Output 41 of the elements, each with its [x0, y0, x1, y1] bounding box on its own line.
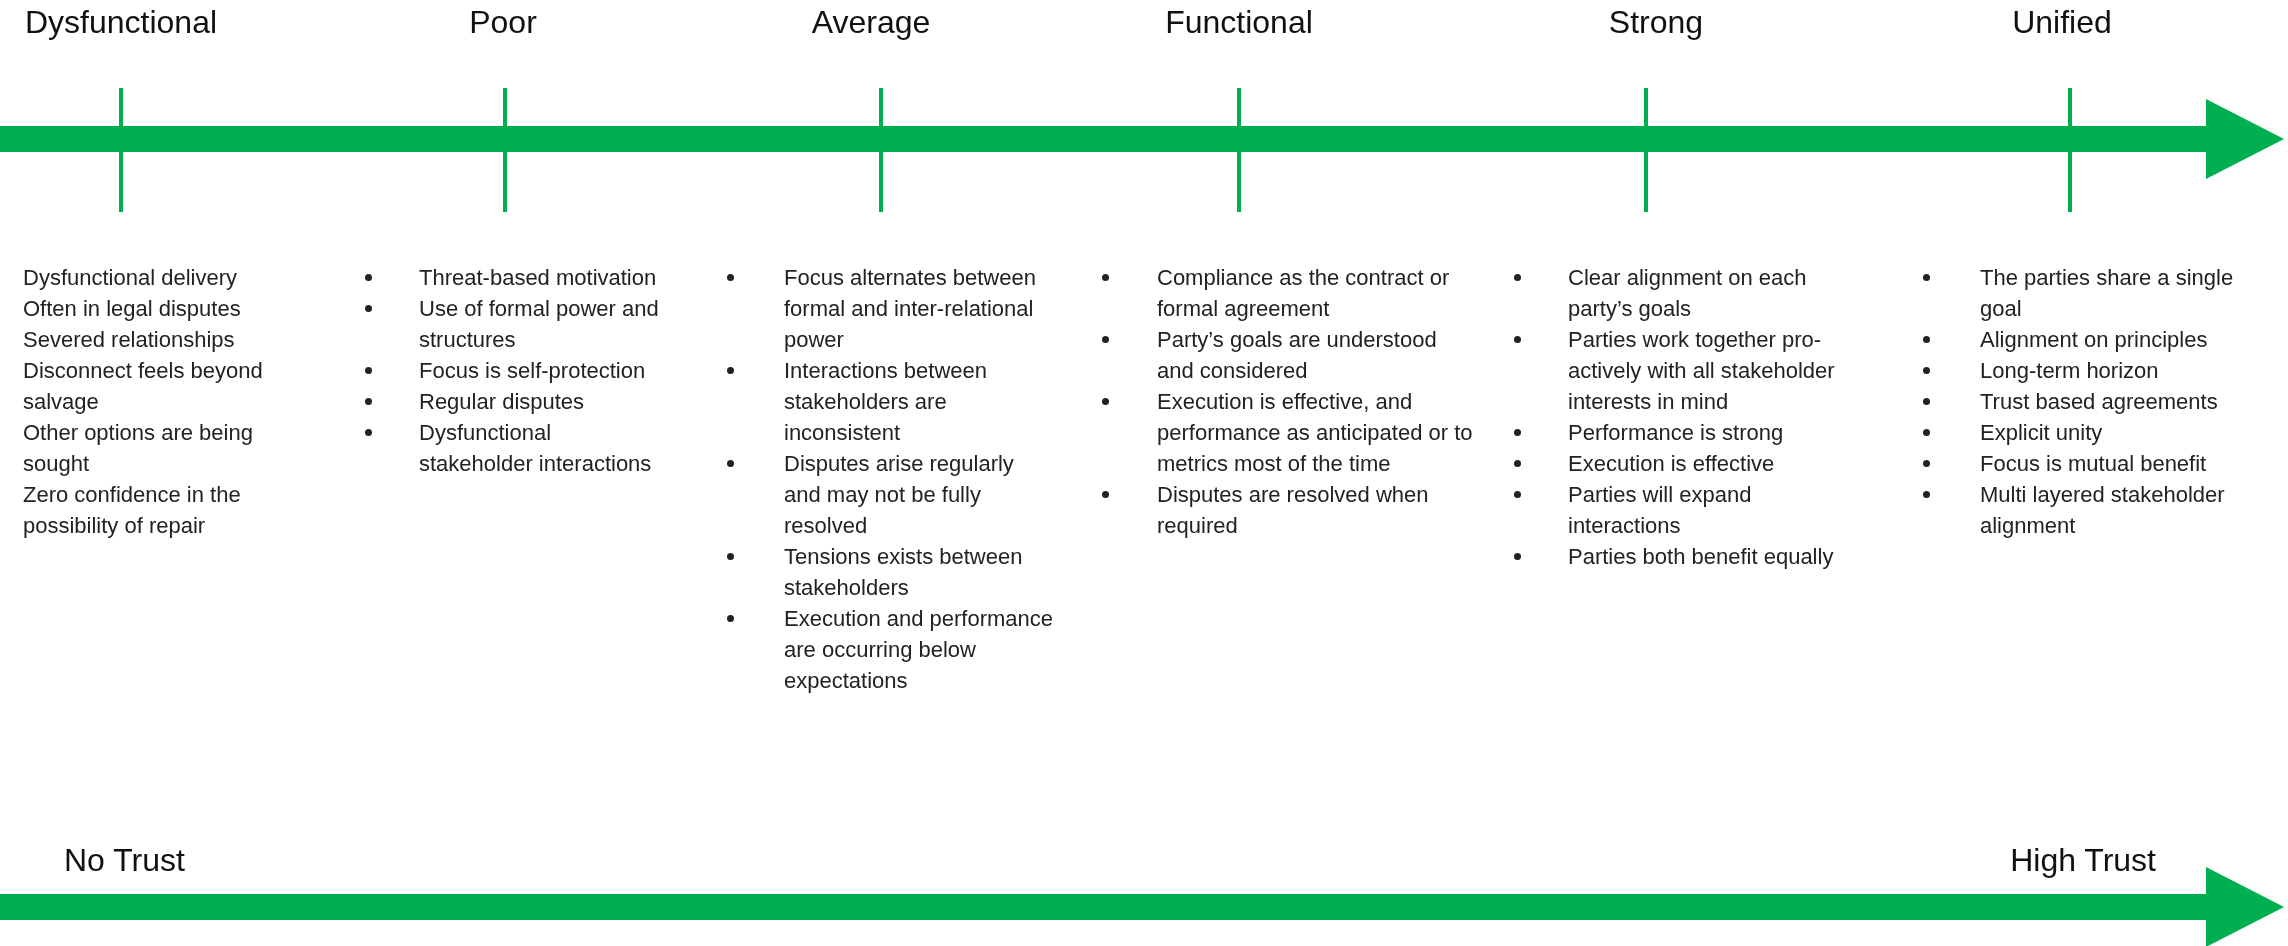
stage-heading: Average [811, 4, 931, 41]
stage-heading: Functional [1165, 4, 1313, 41]
trait-text: Use of formal power and structures [419, 295, 659, 354]
trait-text: Focus alternates between formal and inter-relational power [784, 264, 1037, 354]
trust-label: High Trust [2010, 842, 2156, 879]
trait-text: Parties both benefit equally [1568, 543, 1835, 571]
trait-text: Dysfunctional stakeholder interactions [419, 419, 653, 478]
stage-heading: Strong [1608, 4, 1704, 41]
trait-text: Often in legal disputes [23, 295, 242, 323]
trait-text: Performance is strong [1568, 419, 1785, 447]
trait-text: Severed relationships [23, 326, 236, 354]
trait-text: Disputes arise regularly and may not be fully resolved [784, 450, 1015, 540]
trait-text: Clear alignment on each party’s goals [1568, 264, 1808, 323]
trait-text: Disputes are resolved when required [1157, 481, 1430, 540]
trait-text: Compliance as the contract or formal agreement [1157, 264, 1451, 323]
trait-text: Dysfunctional delivery [23, 264, 238, 292]
trait-text: Execution is effective, and performance as anticipated or to metrics most of the time [1157, 388, 1474, 478]
trait-text: Execution and performance are occurring below expectations [784, 605, 1054, 695]
trait-text: Parties will expand interactions [1568, 481, 1753, 540]
trait-text: Parties work together pro-actively with all stakeholder interests in mind [1568, 326, 1836, 416]
trait-text: Other options are being sought [23, 419, 254, 478]
trait-text: Disconnect feels beyond salvage [23, 357, 264, 416]
trait-text: Party’s goals are understood and considered [1157, 326, 1438, 385]
trait-text: Tensions exists between stakeholders [784, 543, 1024, 602]
stage-heading: Poor [469, 4, 537, 41]
trait-text: Alignment on principles [1980, 326, 2209, 354]
trait-text: Trust based agreements [1980, 388, 2219, 416]
trait-text: Zero confidence in the possibility of repair [23, 481, 242, 540]
stage-heading: Unified [2012, 4, 2112, 41]
trait-text: Long-term horizon [1980, 357, 2160, 385]
trait-text: Multi layered stakeholder alignment [1980, 481, 2226, 540]
trust-label: No Trust [64, 842, 185, 879]
stage-heading: Dysfunctional [24, 4, 218, 41]
trait-text: Interactions between stakeholders are inconsistent [784, 357, 989, 447]
trait-text: Focus is self-protection [419, 357, 647, 385]
trait-text: Regular disputes [419, 388, 586, 416]
trait-text: Execution is effective [1568, 450, 1776, 478]
trait-text: Focus is mutual benefit [1980, 450, 2208, 478]
trait-text: Explicit unity [1980, 419, 2104, 447]
trait-text: The parties share a single goal [1980, 264, 2235, 323]
trait-text: Threat-based motivation [419, 264, 658, 292]
